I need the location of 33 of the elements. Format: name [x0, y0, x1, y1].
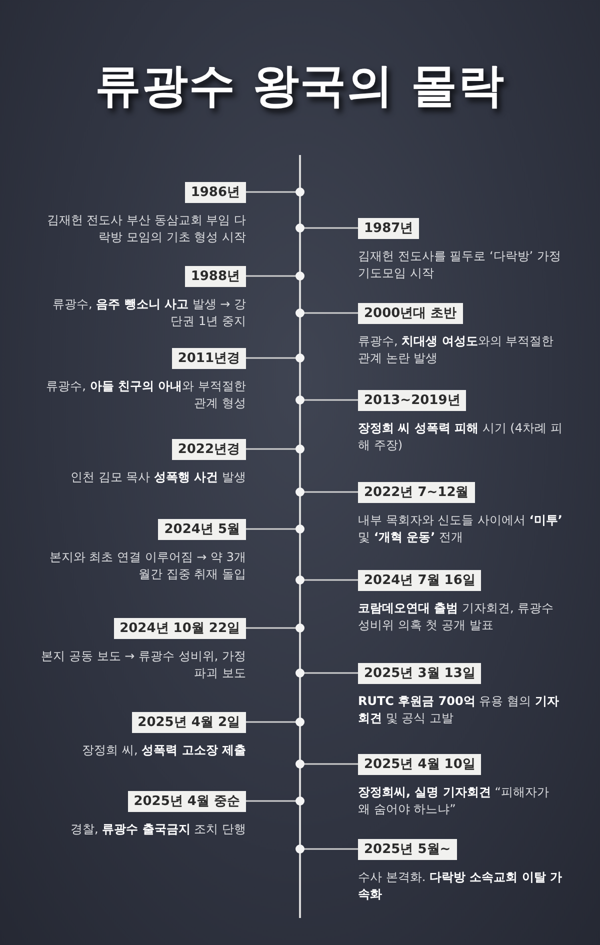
event-description: 류광수, 아들 친구의 아내와 부적절한 관계 형성 — [45, 378, 246, 412]
event-description: 본지와 최초 연결 이루어짐 → 약 3개월간 집중 취재 돌입 — [48, 549, 246, 583]
event-description: 김재헌 전도사 부산 동삼교회 부임 다락방 모임의 기초 형성 시작 — [46, 212, 246, 246]
event-description: 김재헌 전도사를 필두로 ‘다락방’ 가정 기도모임 시작 — [358, 248, 562, 282]
date-label: 2025년 4월 중순 — [128, 791, 246, 812]
date-label: 2013~2019년 — [358, 390, 466, 411]
date-label: 2000년대 초반 — [358, 303, 463, 324]
date-label: 1987년 — [358, 218, 420, 239]
event-description: 인천 김모 목사 성폭행 사건 발생 — [70, 469, 246, 486]
date-label: 2024년 5월 — [158, 519, 246, 540]
date-label: 1988년 — [184, 266, 246, 287]
date-label: 2024년 7월 16일 — [358, 570, 482, 591]
event-description: RUTC 후원금 700억 유용 혐의 기자회견 및 공식 고발 — [358, 693, 560, 727]
date-label: 2024년 10월 22일 — [114, 618, 246, 639]
date-label: 2022년 7~12월 — [358, 482, 475, 503]
event-description: 류광수, 음주 뺑소니 사고 발생 → 강단권 1년 중지 — [52, 296, 246, 330]
date-label: 2025년 4월 2일 — [132, 712, 246, 733]
event-description: 본지 공동 보도 → 류광수 성비위, 가정파괴 보도 — [41, 648, 246, 682]
event-description: 장정희 씨 성폭력 피해 시기 (4차례 피해 주장) — [358, 420, 563, 454]
title: 류광수 왕국의 몰락 — [94, 57, 506, 114]
date-label: 2011년경 — [172, 348, 246, 369]
date-label: 2022년경 — [172, 439, 246, 460]
event-description: 경찰, 류광수 출국금지 조치 단행 — [70, 821, 246, 838]
date-label: 1986년 — [184, 182, 246, 203]
event-description: 장정희씨, 실명 기자회견 “피해자가 왜 숨어야 하느냐” — [358, 784, 550, 818]
date-label: 2025년 4월 10일 — [358, 754, 482, 775]
event-description: 류광수, 치대생 여성도와의 부적절한 관계 논란 발생 — [358, 333, 555, 367]
date-label: 2025년 3월 13일 — [358, 663, 482, 684]
event-description: 수사 본격화. 다락방 소속교회 이탈 가속화 — [358, 869, 563, 903]
event-description: 코람데오연대 출범 기자회견, 류광수 성비위 의혹 첫 공개 발표 — [358, 600, 555, 634]
event-description: 장정희 씨, 성폭력 고소장 제출 — [81, 742, 246, 759]
date-label: 2025년 5월~ — [358, 839, 457, 860]
event-description: 내부 목회자와 신도들 사이에서 ‘미투’ 및 ‘개혁 운동’ 전개 — [358, 512, 563, 546]
